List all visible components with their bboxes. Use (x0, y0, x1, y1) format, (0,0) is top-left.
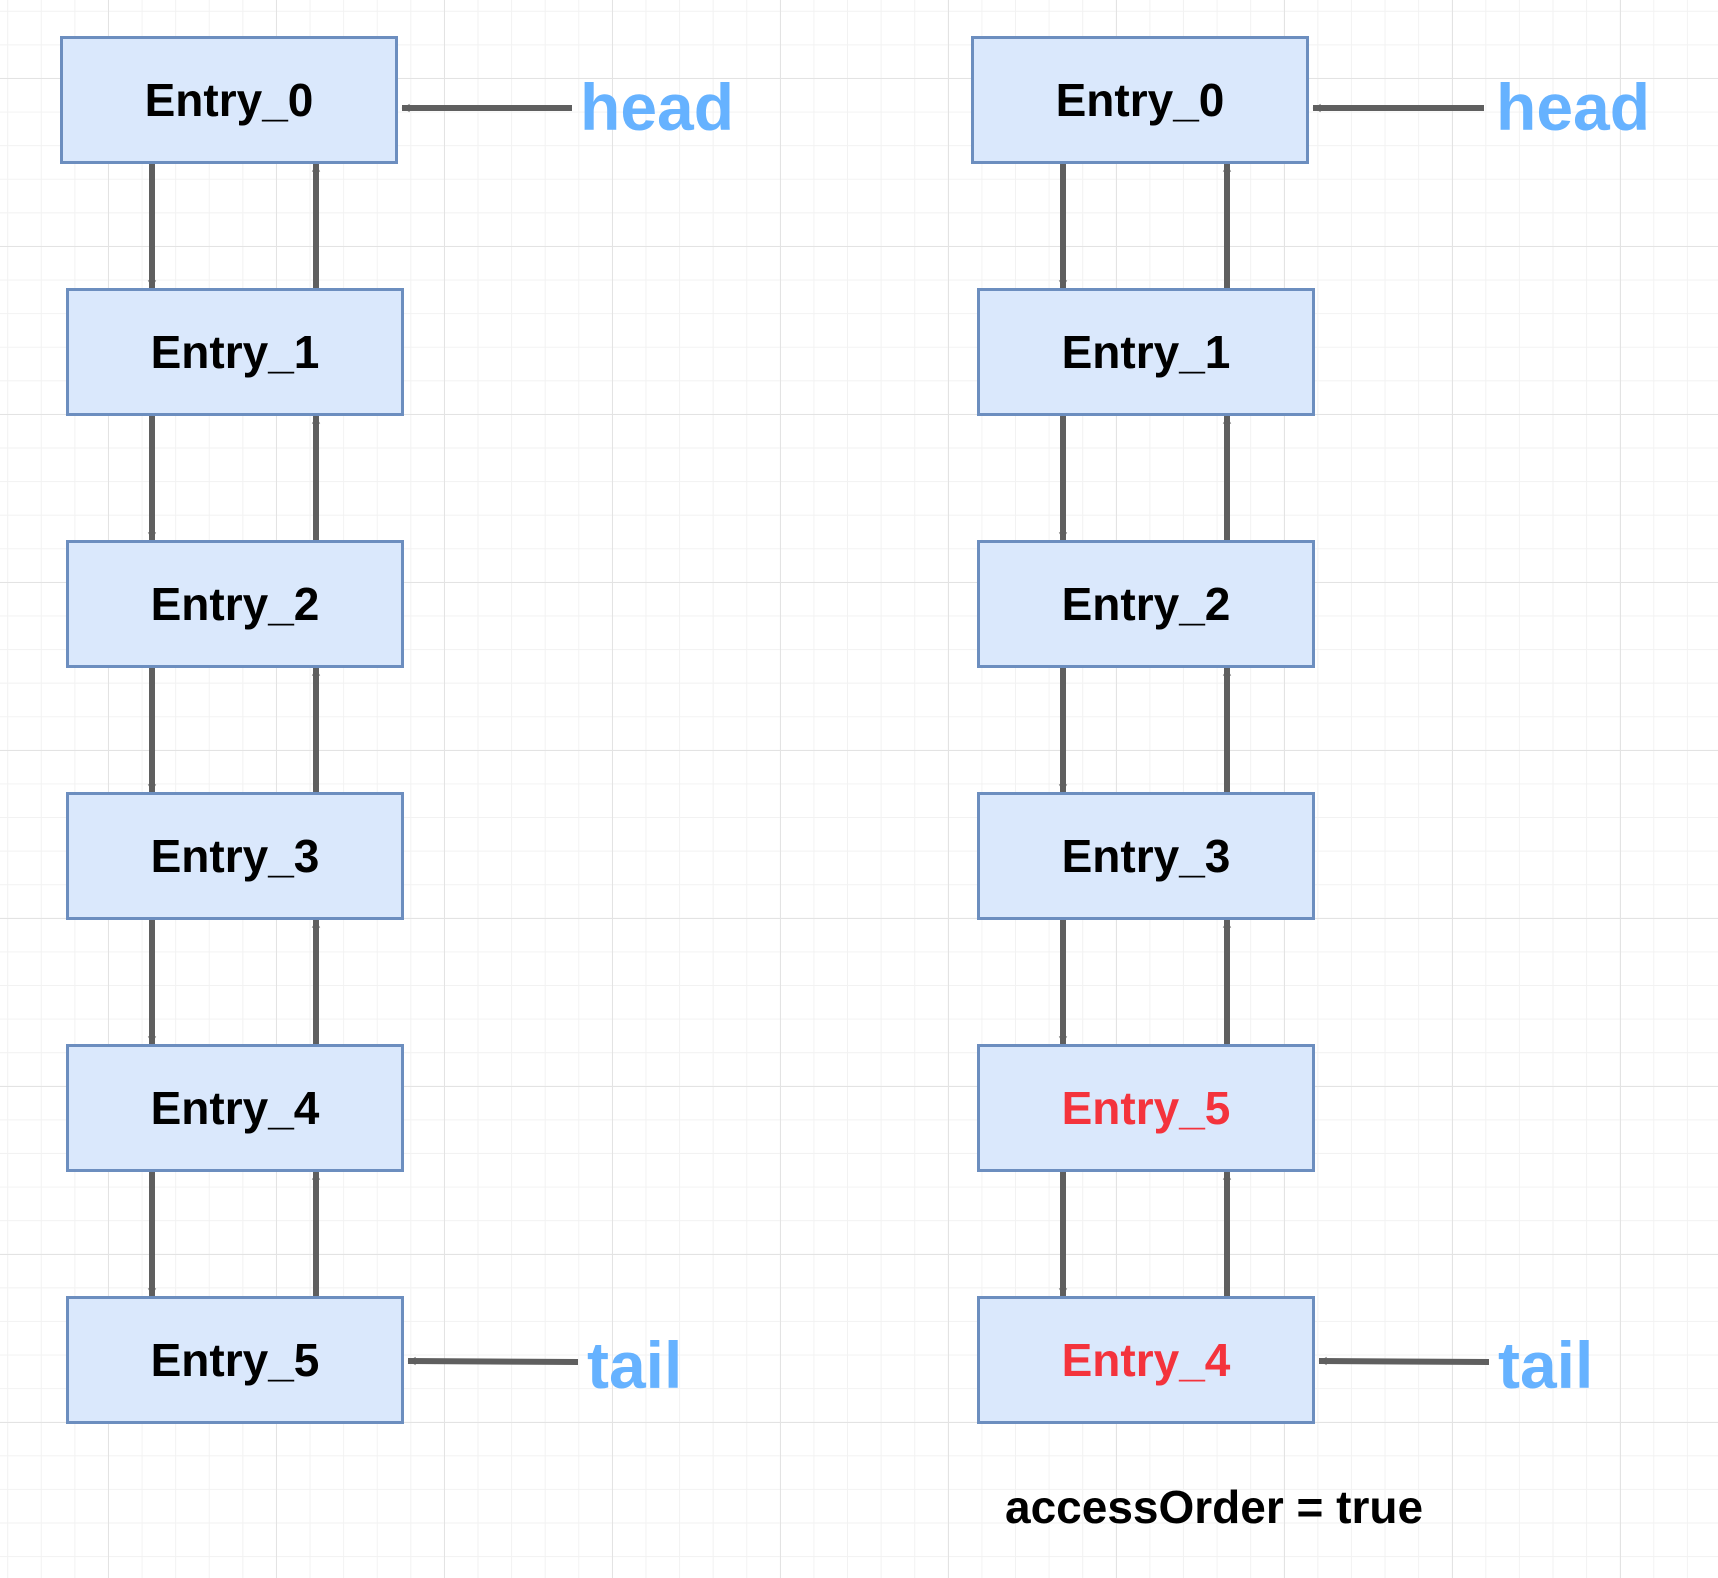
right-head-label: head (1496, 70, 1651, 144)
right-entry-4-highlighted: Entry_5 (977, 1044, 1315, 1172)
right-entry-5-highlighted: Entry_4 (977, 1296, 1315, 1424)
right-tail-label: tail (1498, 1328, 1594, 1402)
left-entry-0: Entry_0 (60, 36, 398, 164)
right-tail-pointer-arrow (1318, 1356, 1490, 1366)
left-head-label: head (580, 70, 735, 144)
left-entry-3: Entry_3 (66, 792, 404, 920)
left-tail-label: tail (587, 1328, 683, 1402)
left-tail-pointer-arrow (407, 1356, 579, 1366)
left-entry-2: Entry_2 (66, 540, 404, 668)
right-entry-0: Entry_0 (971, 36, 1309, 164)
left-entry-5: Entry_5 (66, 1296, 404, 1424)
right-entry-3: Entry_3 (977, 792, 1315, 920)
right-entry-1: Entry_1 (977, 288, 1315, 416)
right-entry-2: Entry_2 (977, 540, 1315, 668)
access-order-caption: accessOrder = true (1005, 1481, 1424, 1533)
left-entry-4: Entry_4 (66, 1044, 404, 1172)
left-entry-1: Entry_1 (66, 288, 404, 416)
